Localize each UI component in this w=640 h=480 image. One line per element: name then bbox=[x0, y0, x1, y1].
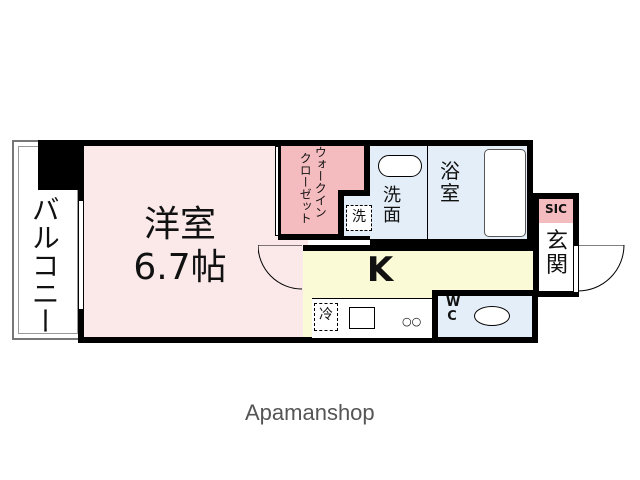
toilet-bowl bbox=[474, 306, 510, 326]
sink-basin bbox=[349, 307, 375, 329]
kitchen-counter bbox=[312, 298, 432, 338]
washroom-label: 洗面 bbox=[383, 185, 401, 226]
balcony-window[interactable] bbox=[78, 200, 84, 310]
stove-burners: ○○ bbox=[402, 315, 422, 328]
bathroom-label: 浴室 bbox=[440, 159, 460, 205]
kitchen-label: K bbox=[366, 250, 394, 290]
closet-label-col2: クローゼット bbox=[298, 152, 313, 224]
washer-space bbox=[346, 205, 372, 231]
western-room bbox=[78, 140, 308, 343]
sic bbox=[539, 199, 573, 223]
sic-label: SIC bbox=[545, 202, 567, 216]
bathtub bbox=[484, 149, 526, 237]
washer-label: 洗 bbox=[352, 209, 366, 225]
room-door-swing bbox=[258, 245, 303, 290]
toilet-label: WC bbox=[446, 295, 461, 325]
balcony-label: バルコニー bbox=[27, 195, 61, 335]
pillar bbox=[38, 140, 83, 190]
western-room-name: 洋室 bbox=[143, 204, 216, 245]
closet-door[interactable] bbox=[275, 146, 279, 236]
entrance-door-swing bbox=[578, 245, 625, 292]
brand-logo: Apamanshop bbox=[245, 400, 375, 425]
fridge-label: 冷 bbox=[319, 307, 333, 323]
sink bbox=[378, 155, 422, 177]
entrance-label: 玄関 bbox=[546, 229, 569, 279]
fridge-space bbox=[314, 303, 338, 331]
entrance-door[interactable] bbox=[573, 245, 579, 293]
western-room-size: 6.7帖 bbox=[133, 247, 227, 288]
closet-label-col1: ウォークイン bbox=[313, 146, 328, 218]
